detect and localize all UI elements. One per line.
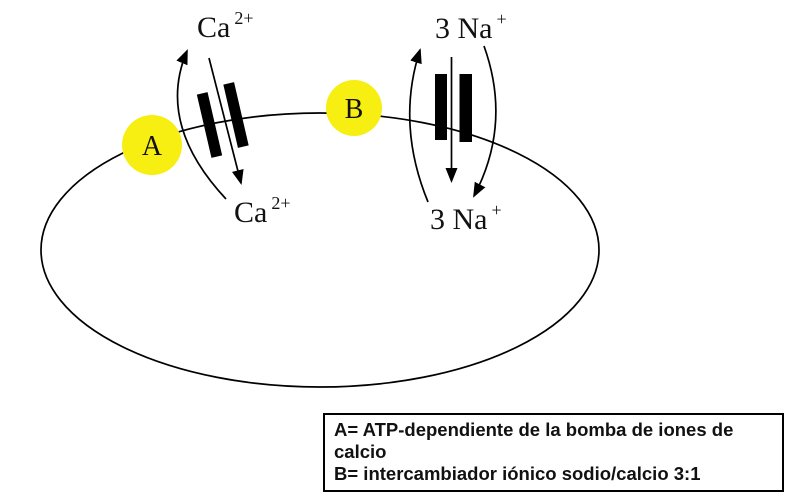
legend-box: A= ATP-dependiente de la bomba de iones … (323, 413, 784, 492)
calcium-label-top: Ca 2+ (197, 8, 253, 44)
sodium-label-top-superscript: + (496, 9, 506, 29)
cell-membrane-ellipse (40, 112, 600, 388)
site-a-channel-bar-left (196, 92, 223, 158)
site-b-channel-bar-right (459, 74, 472, 142)
sodium-label-top-base: 3 Na (435, 12, 492, 45)
sodium-label-top: 3 Na + (435, 9, 507, 45)
site-a-up-curved-arrow (176, 49, 227, 200)
legend-line-b: B= intercambiador iónico sodio/calcio 3:… (334, 463, 701, 484)
calcium-label-bottom-superscript: 2+ (271, 193, 290, 213)
calcium-label-bottom-base: Ca (234, 196, 267, 229)
legend-line-a-2: calcio (334, 441, 387, 462)
legend-line-a-1: A= ATP-dependiente de la bomba de iones … (334, 419, 734, 440)
site-b-marker-label: B (345, 94, 364, 125)
site-b-marker (326, 80, 382, 136)
site-b-channel-bar-left (435, 74, 447, 140)
site-a-marker-label: A (142, 131, 163, 162)
sodium-label-bottom-superscript: + (491, 200, 501, 220)
sodium-label-bottom-base: 3 Na (430, 203, 487, 236)
calcium-label-top-base: Ca (197, 11, 230, 44)
calcium-label-top-superscript: 2+ (234, 8, 253, 28)
site-a-marker (122, 115, 182, 175)
site-b-down-curved-arrow (473, 45, 497, 198)
calcium-label-bottom: Ca 2+ (234, 193, 290, 229)
site-a-channel-bar-right (223, 82, 249, 148)
site-a-down-arrow (208, 57, 244, 185)
sodium-label-bottom: 3 Na + (430, 200, 502, 236)
site-b-up-curved-arrow (408, 48, 429, 203)
